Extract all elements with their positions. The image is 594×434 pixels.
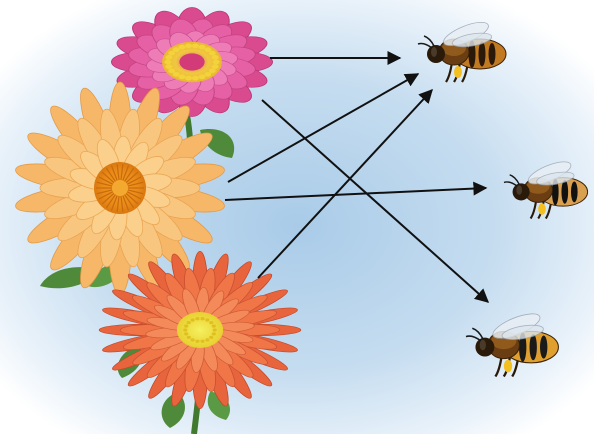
flower-petal-part	[112, 7, 273, 116]
flower-pink	[112, 7, 273, 116]
flower-red	[99, 251, 301, 408]
flower-petal-part	[99, 251, 301, 408]
flower-petal-part	[112, 180, 128, 196]
